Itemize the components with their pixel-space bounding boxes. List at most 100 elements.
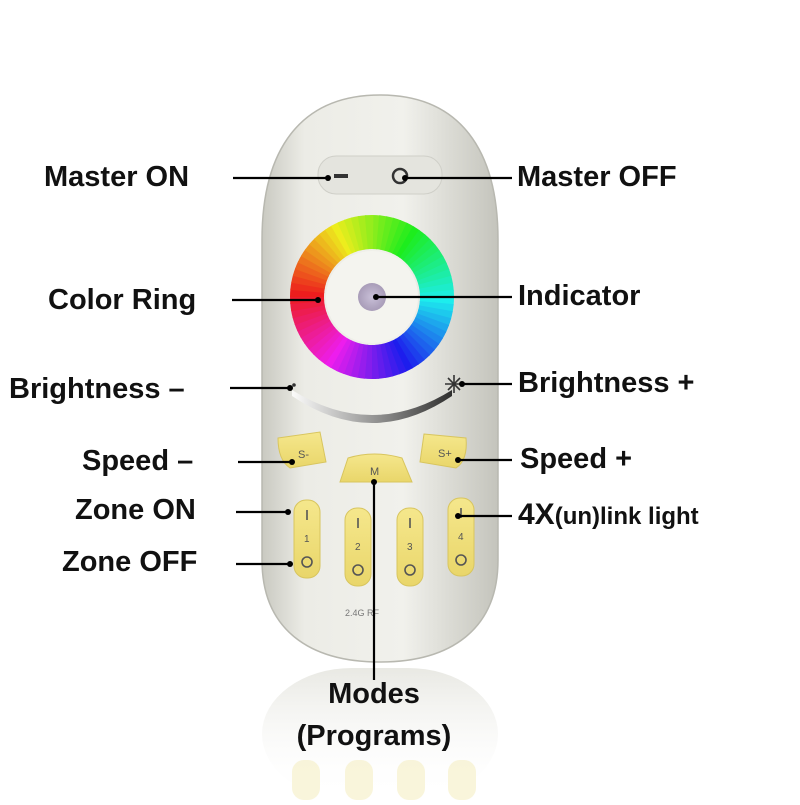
color-ring-segment <box>419 301 454 313</box>
color-ring-segment <box>405 327 435 356</box>
color-ring-segment <box>416 309 452 327</box>
speed-plus-key[interactable] <box>419 433 467 469</box>
color-ring-segment <box>308 327 339 355</box>
color-ring-segment <box>415 262 450 282</box>
color-ring-segment <box>314 233 342 264</box>
leader-dots <box>285 175 465 567</box>
color-ring-segment <box>349 343 364 378</box>
zone-key-4[interactable] <box>447 497 475 577</box>
zone-key-1[interactable] <box>293 499 321 579</box>
color-ring-segment <box>291 304 326 319</box>
color-ring-segment <box>402 330 430 361</box>
color-ring-segment <box>408 324 440 351</box>
zone-number-label: 2 <box>355 542 361 553</box>
label-zone-off: Zone OFF <box>62 546 198 578</box>
color-ring-segment <box>318 333 345 365</box>
leader-lines <box>230 176 512 680</box>
zone-off-icon <box>455 554 467 566</box>
color-ring-segment <box>300 320 333 345</box>
label-link-rest: (un)link light <box>554 503 699 530</box>
zone-number-label: 3 <box>407 542 413 553</box>
master-on-button[interactable] <box>334 174 348 178</box>
zone-key-3[interactable] <box>396 507 424 587</box>
mode-key-label: M <box>370 466 379 478</box>
color-ring-segment <box>399 229 426 261</box>
color-ring-segment <box>304 243 336 270</box>
color-ring-segment <box>290 281 325 293</box>
color-ring-segment <box>380 216 395 251</box>
zone-keys: 1 2 3 4 <box>293 497 475 587</box>
color-ring-segment <box>356 344 368 379</box>
color-ring-segment <box>391 338 413 372</box>
color-ring-segment <box>392 222 415 256</box>
brightness-slider[interactable] <box>292 390 452 423</box>
label-modes: Modes <box>328 678 420 710</box>
color-ring-segment <box>292 267 328 285</box>
color-ring-segment <box>297 254 331 277</box>
color-ring-segment <box>319 229 346 261</box>
color-ring-segment <box>309 238 339 267</box>
zone-number-label: 1 <box>304 534 310 545</box>
color-ring-segment <box>291 274 326 289</box>
label-indicator: Indicator <box>518 280 641 312</box>
color-ring-segment <box>337 219 357 254</box>
color-ring-segment <box>304 323 336 350</box>
color-ring[interactable] <box>290 215 454 379</box>
color-ring-segment <box>297 316 331 338</box>
label-color-ring: Color Ring <box>48 284 197 316</box>
color-ring-segment <box>387 340 407 375</box>
zone-number-label: 4 <box>458 532 464 543</box>
mode-key[interactable] <box>339 453 413 483</box>
label-link-4x: 4X <box>518 498 555 531</box>
zone-key-2[interactable] <box>344 507 372 587</box>
color-ring-segment <box>388 219 408 254</box>
color-ring-segment <box>350 216 365 251</box>
color-ring-segment <box>376 215 388 250</box>
color-ring-segment <box>408 244 440 271</box>
color-ring-segment <box>383 342 401 377</box>
label-speed-plus: Speed + <box>520 443 633 475</box>
label-master-off: Master OFF <box>517 161 677 193</box>
color-ring-segment <box>336 340 356 375</box>
color-ring-segment <box>411 249 444 274</box>
color-ring-segment <box>329 338 352 372</box>
color-ring-segment <box>405 239 436 267</box>
label-master-on: Master ON <box>44 161 190 193</box>
color-ring-segment <box>379 343 394 378</box>
color-ring-segment <box>415 313 450 333</box>
color-ring-segment <box>370 344 380 379</box>
color-ring-segment <box>313 330 342 360</box>
color-ring-segment <box>402 234 431 264</box>
color-ring-segment <box>418 305 453 320</box>
color-ring-segment <box>410 321 444 346</box>
speed-minus-key-label: S- <box>298 449 309 461</box>
color-ring-segment <box>417 268 452 286</box>
zone-off-icon <box>301 556 313 568</box>
color-ring-segment <box>324 225 349 258</box>
zone-off-icon <box>404 564 416 576</box>
speed-plus-key-label: S+ <box>438 448 452 460</box>
color-ring-segment <box>323 335 348 369</box>
label-zone-on: Zone ON <box>75 494 196 526</box>
color-ring-segment <box>396 225 421 259</box>
master-button-bar <box>317 155 443 195</box>
label-link-light: 4X(un)link light <box>518 500 699 530</box>
color-ring-segment <box>413 256 447 278</box>
color-ring-segment <box>395 336 420 369</box>
label-brightness-plus: Brightness + <box>518 367 695 399</box>
rf-text: 2.4G RF <box>345 608 380 618</box>
color-ring-segment <box>413 317 447 340</box>
indicator-light <box>358 283 386 311</box>
color-ring-segment <box>300 248 334 273</box>
color-ring-segment <box>398 333 425 365</box>
remote-reflection <box>262 668 498 800</box>
color-ring-segment <box>418 275 453 290</box>
color-ring-segment <box>343 217 361 252</box>
color-ring-segment <box>331 222 353 256</box>
brightness-low-icon <box>292 383 296 387</box>
label-brightness-minus: Brightness – <box>9 373 185 405</box>
label-speed-minus: Speed – <box>82 445 194 477</box>
color-ring-segment <box>294 312 329 332</box>
